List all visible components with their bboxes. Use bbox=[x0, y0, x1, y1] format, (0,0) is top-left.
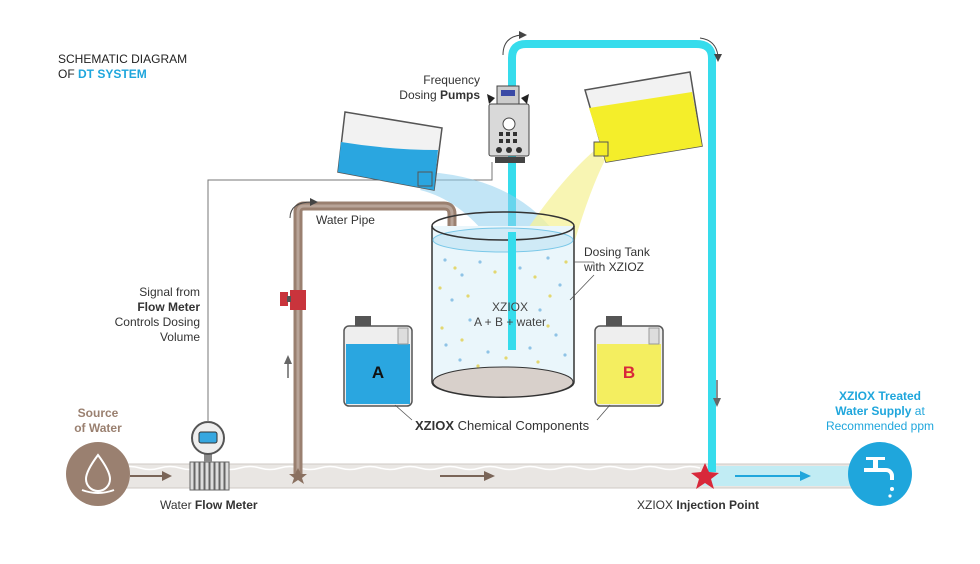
source-line2: of Water bbox=[74, 421, 122, 435]
container-a-label: A bbox=[372, 363, 384, 382]
injection-prefix: XZIOX bbox=[637, 498, 674, 512]
signal-line3: Controls Dosing bbox=[114, 315, 200, 329]
dosing-line bbox=[508, 40, 716, 472]
flow-arrow-3 bbox=[735, 471, 811, 481]
signal-line1: Signal from bbox=[139, 285, 200, 299]
tank-contents-line1: XZIOX bbox=[491, 300, 528, 314]
treated-line2-bold: Water Supply bbox=[835, 404, 912, 418]
title-accent: DT SYSTEM bbox=[78, 67, 147, 81]
title-line2-prefix: OF bbox=[58, 67, 75, 81]
injection-bold: Injection Point bbox=[676, 498, 760, 512]
source-label: Source of Water bbox=[62, 406, 134, 436]
injection-point-label: XZIOX Injection Point bbox=[637, 498, 759, 513]
pipe-tee-star bbox=[289, 468, 307, 484]
flow-arrow-2 bbox=[440, 471, 495, 481]
water-drop-icon bbox=[66, 442, 130, 506]
dosing-tank-label: Dosing Tank with XZIOZ bbox=[584, 245, 650, 275]
treated-line3: Recommended ppm bbox=[825, 419, 935, 433]
signal-line4: Volume bbox=[159, 330, 200, 344]
flow-meter-prefix: Water bbox=[160, 498, 192, 512]
flow-meter-label: Water Flow Meter bbox=[160, 498, 258, 513]
dosing-tank bbox=[431, 211, 575, 398]
flow-arrow-1 bbox=[130, 471, 172, 481]
valve-icon bbox=[280, 290, 306, 310]
source-line1: Source bbox=[77, 406, 119, 420]
signal-line2: Flow Meter bbox=[137, 300, 200, 314]
container-b bbox=[594, 316, 664, 407]
title-line1: SCHEMATIC DIAGRAM bbox=[58, 52, 188, 66]
signal-label: Signal from Flow Meter Controls Dosing V… bbox=[100, 285, 200, 345]
treated-line2-suffix: at bbox=[914, 404, 925, 418]
flow-meter-bold: Flow Meter bbox=[194, 498, 258, 512]
dosing-tank-line1: Dosing Tank bbox=[584, 245, 650, 259]
treated-line1: XZIOX Treated bbox=[838, 389, 922, 403]
pumps-line2-bold: Pumps bbox=[439, 88, 480, 102]
dosing-tank-line2: with XZIOZ bbox=[584, 260, 645, 274]
container-b-label: B bbox=[623, 363, 635, 382]
diagram-title: SCHEMATIC DIAGRAM OF DT SYSTEM bbox=[58, 52, 187, 82]
flow-meter-icon bbox=[189, 421, 230, 491]
chemical-components-label: XZIOX Chemical Components bbox=[415, 418, 589, 433]
tank-contents-label: XZIOX A + B + water bbox=[455, 300, 565, 330]
pumps-line1: Frequency bbox=[423, 73, 480, 87]
blue-pouring-bottle bbox=[337, 111, 443, 191]
container-a bbox=[343, 316, 413, 407]
signal-wire bbox=[207, 162, 493, 422]
water-pipe-label: Water Pipe bbox=[316, 213, 375, 227]
injection-point-star bbox=[691, 463, 719, 489]
chemical-rest: Chemical Components bbox=[457, 418, 590, 433]
treated-water-label: XZIOX Treated Water Supply at Recommende… bbox=[806, 389, 954, 434]
tank-contents-line2: A + B + water bbox=[473, 315, 547, 329]
pumps-line2-prefix: Dosing bbox=[399, 88, 437, 102]
dosing-pump-icon bbox=[487, 85, 530, 163]
faucet-icon bbox=[848, 442, 912, 506]
chemical-bold: XZIOX bbox=[415, 418, 455, 433]
pumps-label: Frequency Dosing Pumps bbox=[390, 73, 480, 103]
yellow-pouring-bottle bbox=[584, 71, 703, 163]
